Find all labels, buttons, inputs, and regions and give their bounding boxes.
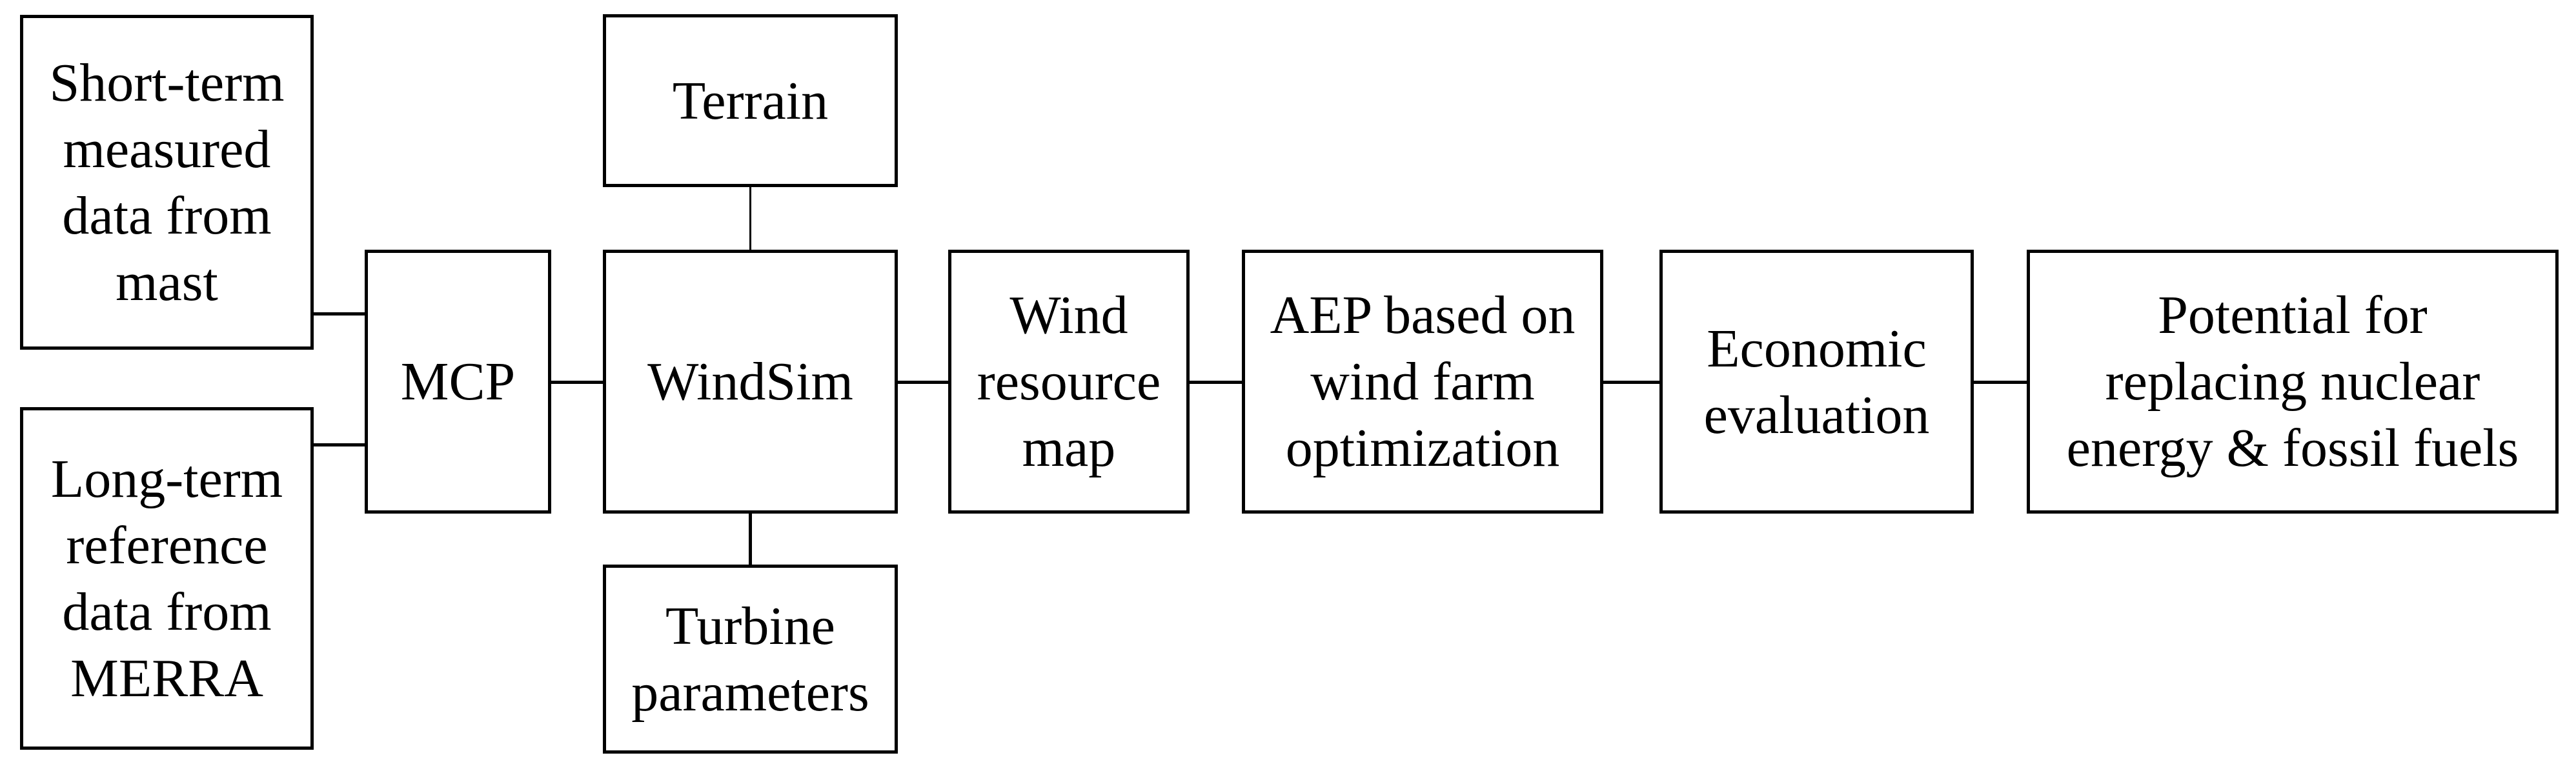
connector-aep-to-economic-evaluation: [1603, 381, 1659, 384]
box-text-line: Turbine: [665, 596, 835, 656]
box-text-line: reference: [66, 515, 268, 576]
box-text-line: parameters: [631, 662, 869, 723]
box-text-line: map: [1022, 418, 1116, 478]
turbine-parameters-box: Turbine parameters: [603, 565, 898, 754]
box-text-line: wind farm: [1310, 352, 1535, 412]
box-text-line: AEP based on: [1270, 285, 1576, 345]
box-text-line: measured: [63, 119, 271, 179]
box-text-line: Potential for: [2158, 285, 2428, 345]
connector-long-term-to-mcp: [314, 443, 365, 446]
economic-evaluation-box: Economic evaluation: [1659, 250, 1974, 514]
box-text-line: energy & fossil fuels: [2066, 418, 2519, 478]
box-text-line: WindSim: [647, 352, 853, 412]
connector-economic-evaluation-to-potential: [1974, 381, 2027, 384]
replacement-potential-box: Potential for replacing nuclear energy &…: [2027, 250, 2559, 514]
connector-mcp-to-windsim: [551, 381, 603, 384]
box-text-line: MCP: [400, 352, 516, 412]
box-text-line: Wind: [1009, 285, 1128, 345]
box-text-line: Long-term: [50, 448, 283, 509]
box-text-line: optimization: [1285, 418, 1560, 478]
wind-resource-map-box: Wind resource map: [948, 250, 1190, 514]
terrain-box: Terrain: [603, 14, 898, 187]
box-text-line: data from: [62, 185, 272, 246]
box-text-line: Terrain: [672, 70, 829, 131]
box-text-line: data from: [62, 581, 272, 642]
short-term-data-box: Short-term measured data from mast: [20, 15, 314, 350]
aep-optimization-box: AEP based on wind farm optimization: [1242, 250, 1603, 514]
connector-short-term-to-mcp: [314, 312, 365, 316]
box-text-line: evaluation: [1703, 385, 1930, 445]
mcp-box: MCP: [365, 250, 551, 514]
box-text-line: resource: [977, 352, 1161, 412]
box-text-line: MERRA: [70, 648, 263, 708]
box-text-line: mast: [116, 252, 218, 312]
connector-wind-resource-map-to-aep: [1190, 381, 1242, 384]
connector-windsim-to-wind-resource-map: [898, 381, 948, 384]
box-text-line: Economic: [1707, 318, 1927, 379]
long-term-data-box: Long-term reference data from MERRA: [20, 407, 314, 750]
connector-windsim-to-turbine-parameters: [749, 514, 752, 565]
connector-terrain-to-windsim: [749, 187, 751, 250]
box-text-line: Short-term: [49, 52, 285, 113]
box-text-line: replacing nuclear: [2105, 352, 2480, 412]
windsim-box: WindSim: [603, 250, 898, 514]
